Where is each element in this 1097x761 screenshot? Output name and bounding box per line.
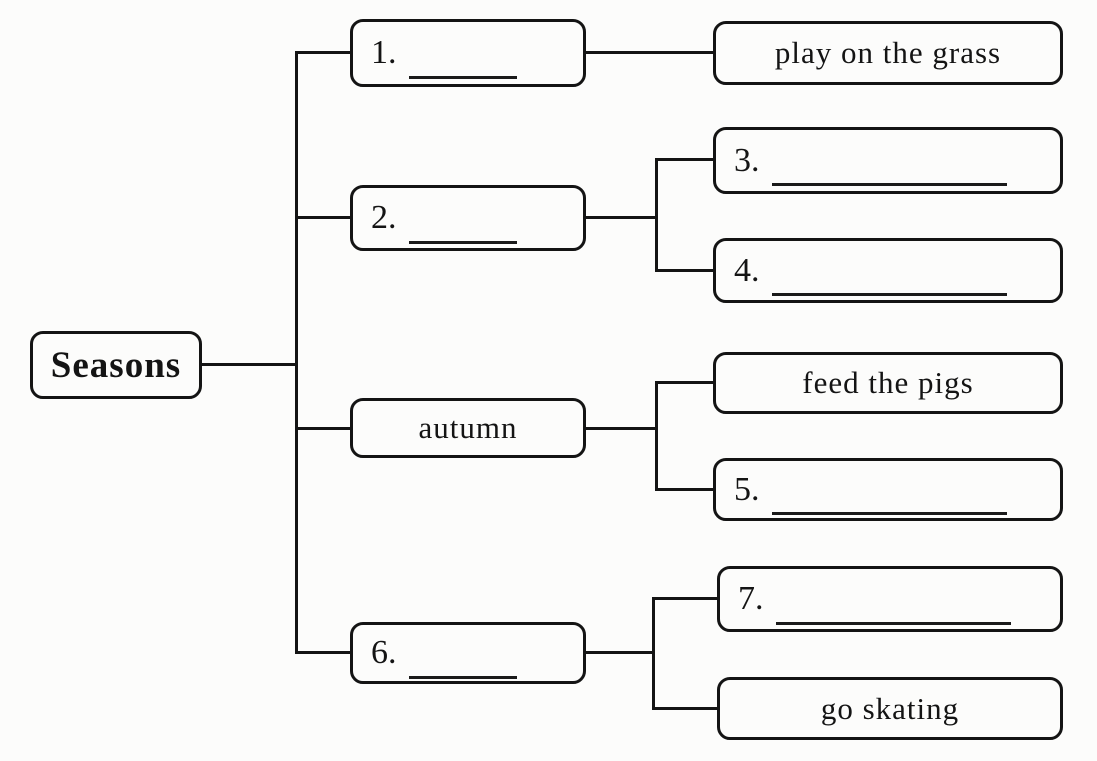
connector-line <box>297 427 350 430</box>
connector-line <box>655 381 713 384</box>
node-number: 4. <box>734 251 760 289</box>
node-activity-go-skating: go skating <box>717 677 1063 740</box>
blank-line <box>408 211 517 244</box>
node-season-blank-2: 2. <box>350 185 586 251</box>
node-label: feed the pigs <box>802 365 974 400</box>
connector-line <box>652 597 717 600</box>
node-activity-blank-3: 3. <box>713 127 1063 194</box>
node-label: go skating <box>820 690 960 726</box>
blank-line <box>408 646 517 679</box>
connector-line <box>295 51 298 654</box>
blank-line <box>408 46 517 79</box>
connector-line <box>655 158 658 272</box>
connector-line <box>586 651 655 654</box>
node-activity-blank-5: 5. <box>713 458 1063 521</box>
node-label: Seasons <box>50 344 182 386</box>
node-number: 2. <box>371 199 397 236</box>
connector-line <box>297 51 350 54</box>
node-number: 3. <box>734 141 760 179</box>
connector-line <box>586 216 658 219</box>
node-number: 7. <box>738 580 764 617</box>
connector-line <box>297 216 350 219</box>
connector-line <box>297 651 350 654</box>
blank-line <box>771 263 1007 296</box>
connector-line <box>652 707 717 710</box>
connector-line <box>202 363 297 366</box>
blank-line <box>771 153 1007 186</box>
node-label: autumn <box>418 410 518 445</box>
node-season-blank-1: 1. <box>350 19 586 87</box>
node-activity-feed-the-pigs: feed the pigs <box>713 352 1063 414</box>
node-activity-blank-7: 7. <box>717 566 1063 632</box>
connector-line <box>655 269 713 272</box>
node-season-blank-6: 6. <box>350 622 586 684</box>
node-number: 6. <box>371 634 397 671</box>
node-seasons-root: Seasons <box>30 331 202 399</box>
node-number: 1. <box>371 34 397 71</box>
connector-line <box>586 51 713 54</box>
node-season-autumn: autumn <box>350 398 586 458</box>
connector-line <box>652 597 655 710</box>
blank-line <box>775 592 1011 625</box>
blank-line <box>771 482 1007 515</box>
node-activity-play-on-the-grass: play on the grass <box>713 21 1063 85</box>
node-activity-blank-4: 4. <box>713 238 1063 303</box>
connector-line <box>655 381 658 491</box>
connector-line <box>586 427 658 430</box>
connector-line <box>655 158 713 161</box>
node-number: 5. <box>734 470 760 508</box>
connector-line <box>655 488 713 491</box>
node-label: play on the grass <box>774 35 1002 70</box>
